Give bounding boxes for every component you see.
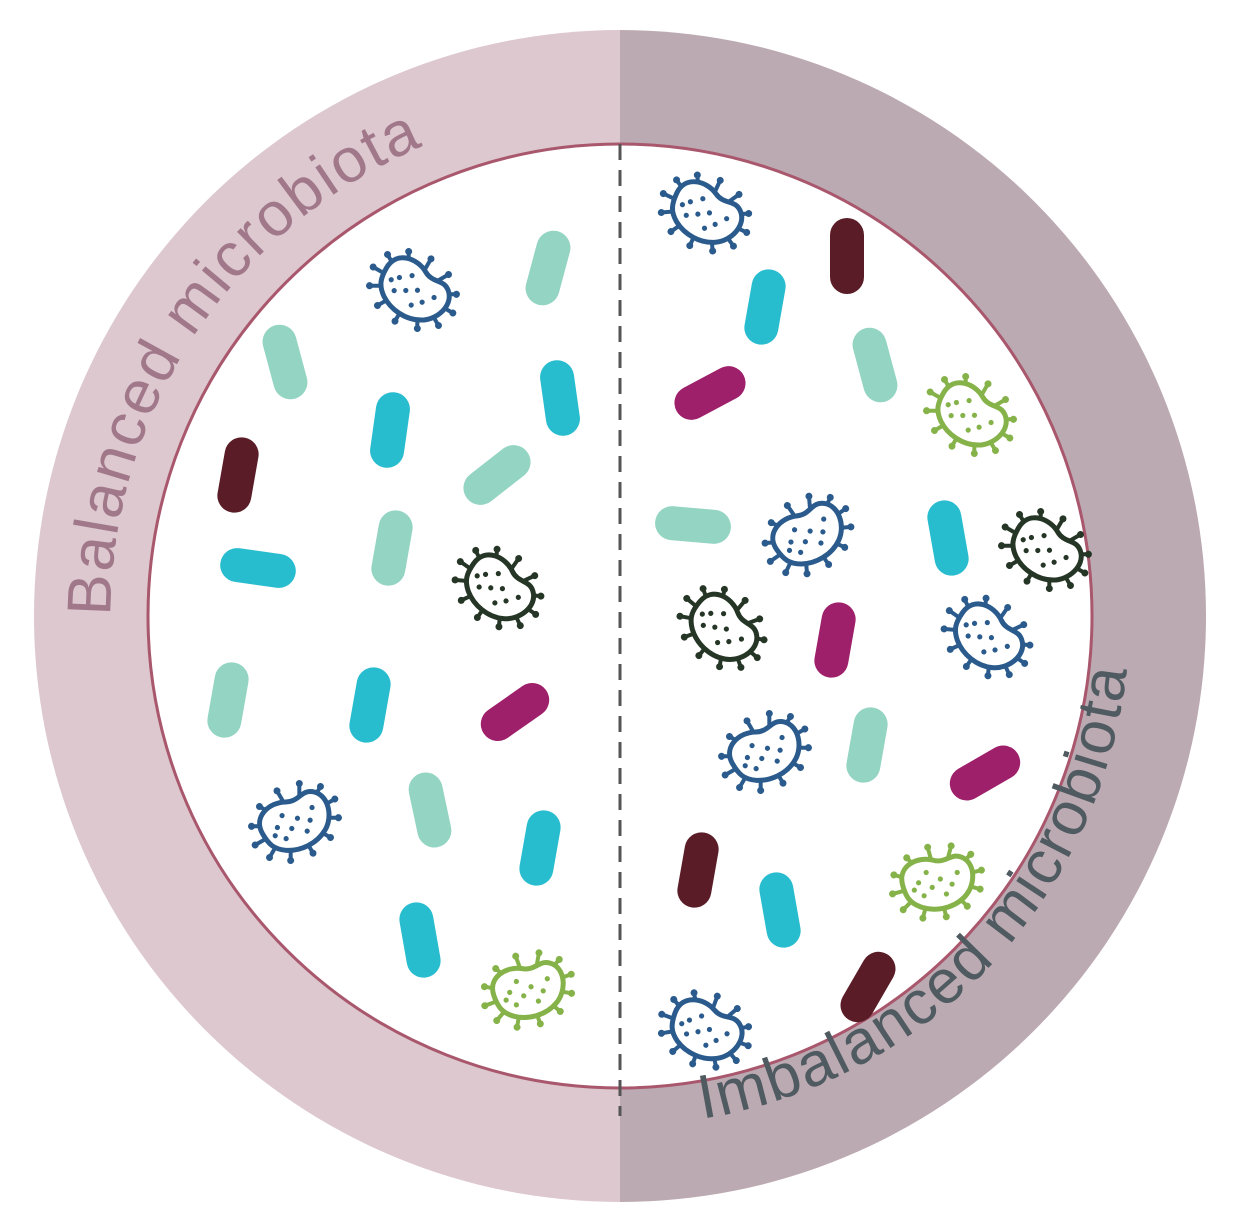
microbe-icon-left-3 xyxy=(248,779,342,865)
microbe-icon-right-11 xyxy=(718,709,812,795)
rod-bacterium-left-9 xyxy=(207,662,249,738)
rod-bacterium-right-22 xyxy=(846,707,888,783)
rod-bacterium-right-18 xyxy=(674,366,746,420)
microbe-icon-right-7 xyxy=(761,492,855,578)
rod-bacterium-left-7 xyxy=(371,510,413,586)
rod-bacterium-right-25 xyxy=(759,872,801,948)
microbe-icon-left-2 xyxy=(451,545,545,631)
rod-bacterium-right-16 xyxy=(744,269,786,345)
microbes-layer xyxy=(248,171,1092,1071)
microbe-icon-right-5 xyxy=(657,171,753,255)
rods-layer xyxy=(207,218,1021,1023)
rod-bacterium-left-14 xyxy=(399,902,441,978)
rod-bacterium-left-10 xyxy=(349,667,391,743)
rod-bacterium-left-6 xyxy=(463,445,531,505)
rod-bacterium-right-17 xyxy=(852,327,898,403)
rod-bacterium-right-23 xyxy=(949,745,1021,801)
microbe-icon-right-12 xyxy=(889,842,985,922)
rod-bacterium-left-11 xyxy=(480,682,550,742)
rod-bacterium-left-8 xyxy=(220,548,296,588)
rod-bacterium-right-19 xyxy=(655,506,731,544)
microbe-icon-right-9 xyxy=(676,585,768,671)
rod-bacterium-right-15 xyxy=(830,218,864,294)
rod-bacterium-left-12 xyxy=(408,772,452,848)
microbe-icon-right-13 xyxy=(657,989,753,1071)
microbe-icon-right-10 xyxy=(940,594,1034,680)
microbe-icon-right-8 xyxy=(998,507,1092,593)
microbe-icon-right-6 xyxy=(923,372,1017,458)
rod-bacterium-left-2 xyxy=(262,324,308,400)
rod-bacterium-right-24 xyxy=(677,832,719,908)
microbe-icon-left-4 xyxy=(480,949,576,1031)
rod-bacterium-left-1 xyxy=(525,230,571,306)
rod-bacterium-right-26 xyxy=(840,951,896,1023)
rod-bacterium-left-5 xyxy=(217,437,259,513)
rod-bacterium-right-21 xyxy=(814,602,856,678)
rod-bacterium-left-13 xyxy=(519,810,561,886)
rod-bacterium-right-20 xyxy=(927,500,969,576)
microbe-icon-left-1 xyxy=(366,247,460,333)
rod-bacterium-left-4 xyxy=(540,360,580,436)
rod-bacterium-left-3 xyxy=(370,392,410,468)
